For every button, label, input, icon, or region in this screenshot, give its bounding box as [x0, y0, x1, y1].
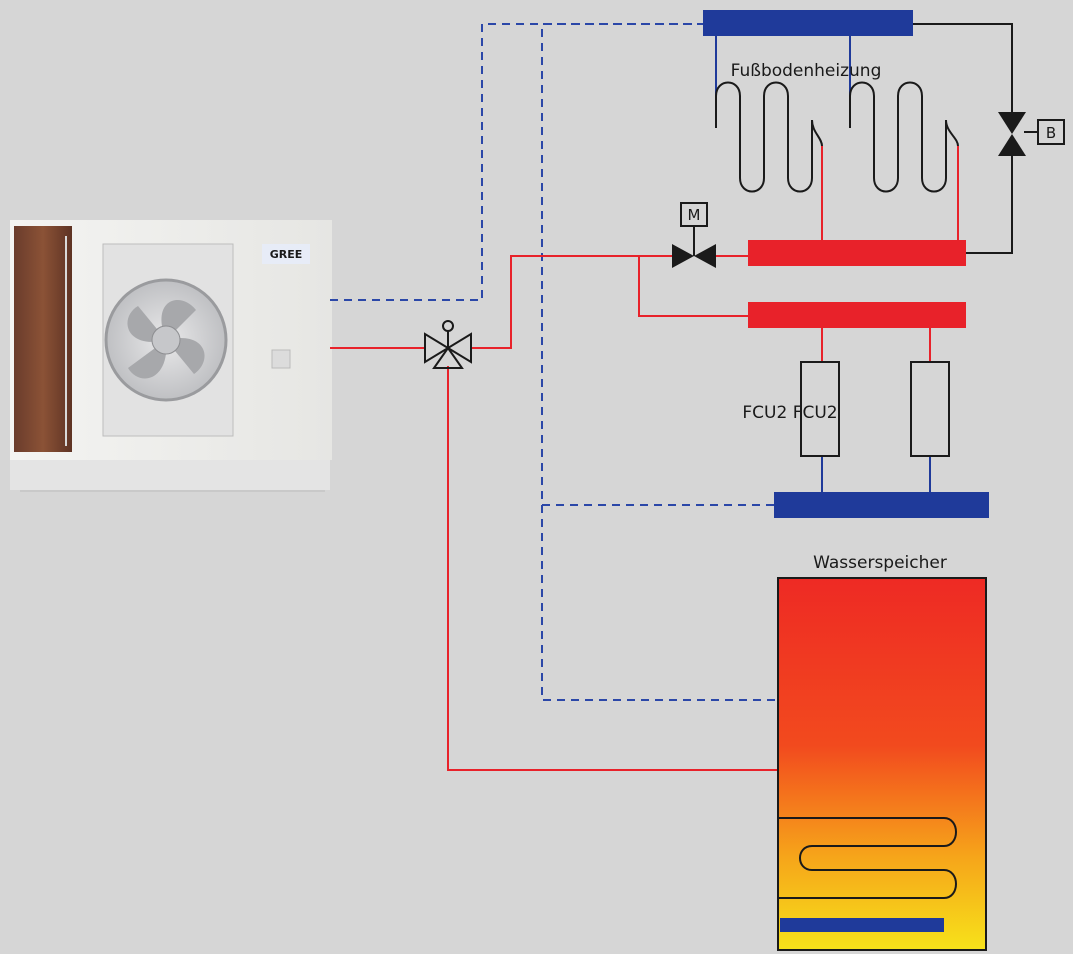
- supply-lines: [330, 146, 959, 771]
- three-way-valve-bottom: [432, 346, 464, 369]
- floor-heating-label: Fußbodenheizung: [731, 61, 882, 81]
- tank-heating-coil: [778, 817, 957, 899]
- water-storage-label: Wasserspeicher: [813, 553, 947, 573]
- fcu-return-manifold: [774, 492, 989, 518]
- supply-to-fcu-manifold: [638, 256, 748, 317]
- floor-coil-1: [715, 81, 823, 193]
- bypass-lower: [966, 156, 1013, 254]
- three-way-valve-right: [446, 332, 472, 364]
- tank-cold-inlet: [780, 918, 944, 932]
- bypass-upper: [913, 23, 1013, 112]
- fcu-unit-2: [910, 361, 950, 457]
- supply-to-tank: [447, 366, 778, 771]
- valve-b-icon: [998, 112, 1026, 156]
- three-way-valve-knob: [442, 320, 454, 332]
- water-storage-tank: [777, 577, 987, 951]
- dashed-return-inner: [541, 23, 778, 701]
- fcu-label: FCU2 FCU2: [742, 403, 837, 423]
- motor-valve-actuator: [680, 202, 708, 227]
- unit-connector: [271, 349, 291, 369]
- brand-logo: GREE: [270, 248, 303, 261]
- dashed-return-lines: [330, 23, 778, 701]
- dashed-return-outer: [330, 23, 705, 301]
- valve-b-label: B: [1046, 124, 1056, 142]
- outdoor-unit: GREE: [10, 220, 332, 492]
- fcu-unit-1: [800, 361, 840, 457]
- three-way-valve-icon: [424, 320, 472, 369]
- floor-supply-manifold: [748, 240, 966, 266]
- three-way-valve-left: [424, 332, 450, 364]
- unit-base-frame: [10, 458, 330, 490]
- bypass-line: [913, 23, 1038, 254]
- supply-to-motor-valve: [471, 255, 676, 349]
- floor-heating-coils: [715, 81, 959, 193]
- brand-plate: [262, 244, 310, 264]
- motor-valve-icon: [672, 226, 716, 268]
- fcu-supply-manifold: [748, 302, 966, 328]
- floor-return-manifold: [703, 10, 913, 36]
- unit-coil: [14, 226, 72, 452]
- motor-valve-label: M: [688, 206, 701, 224]
- valve-b-actuator: [1037, 119, 1065, 145]
- floor-coil-2: [849, 81, 959, 193]
- fan-hub: [151, 325, 181, 355]
